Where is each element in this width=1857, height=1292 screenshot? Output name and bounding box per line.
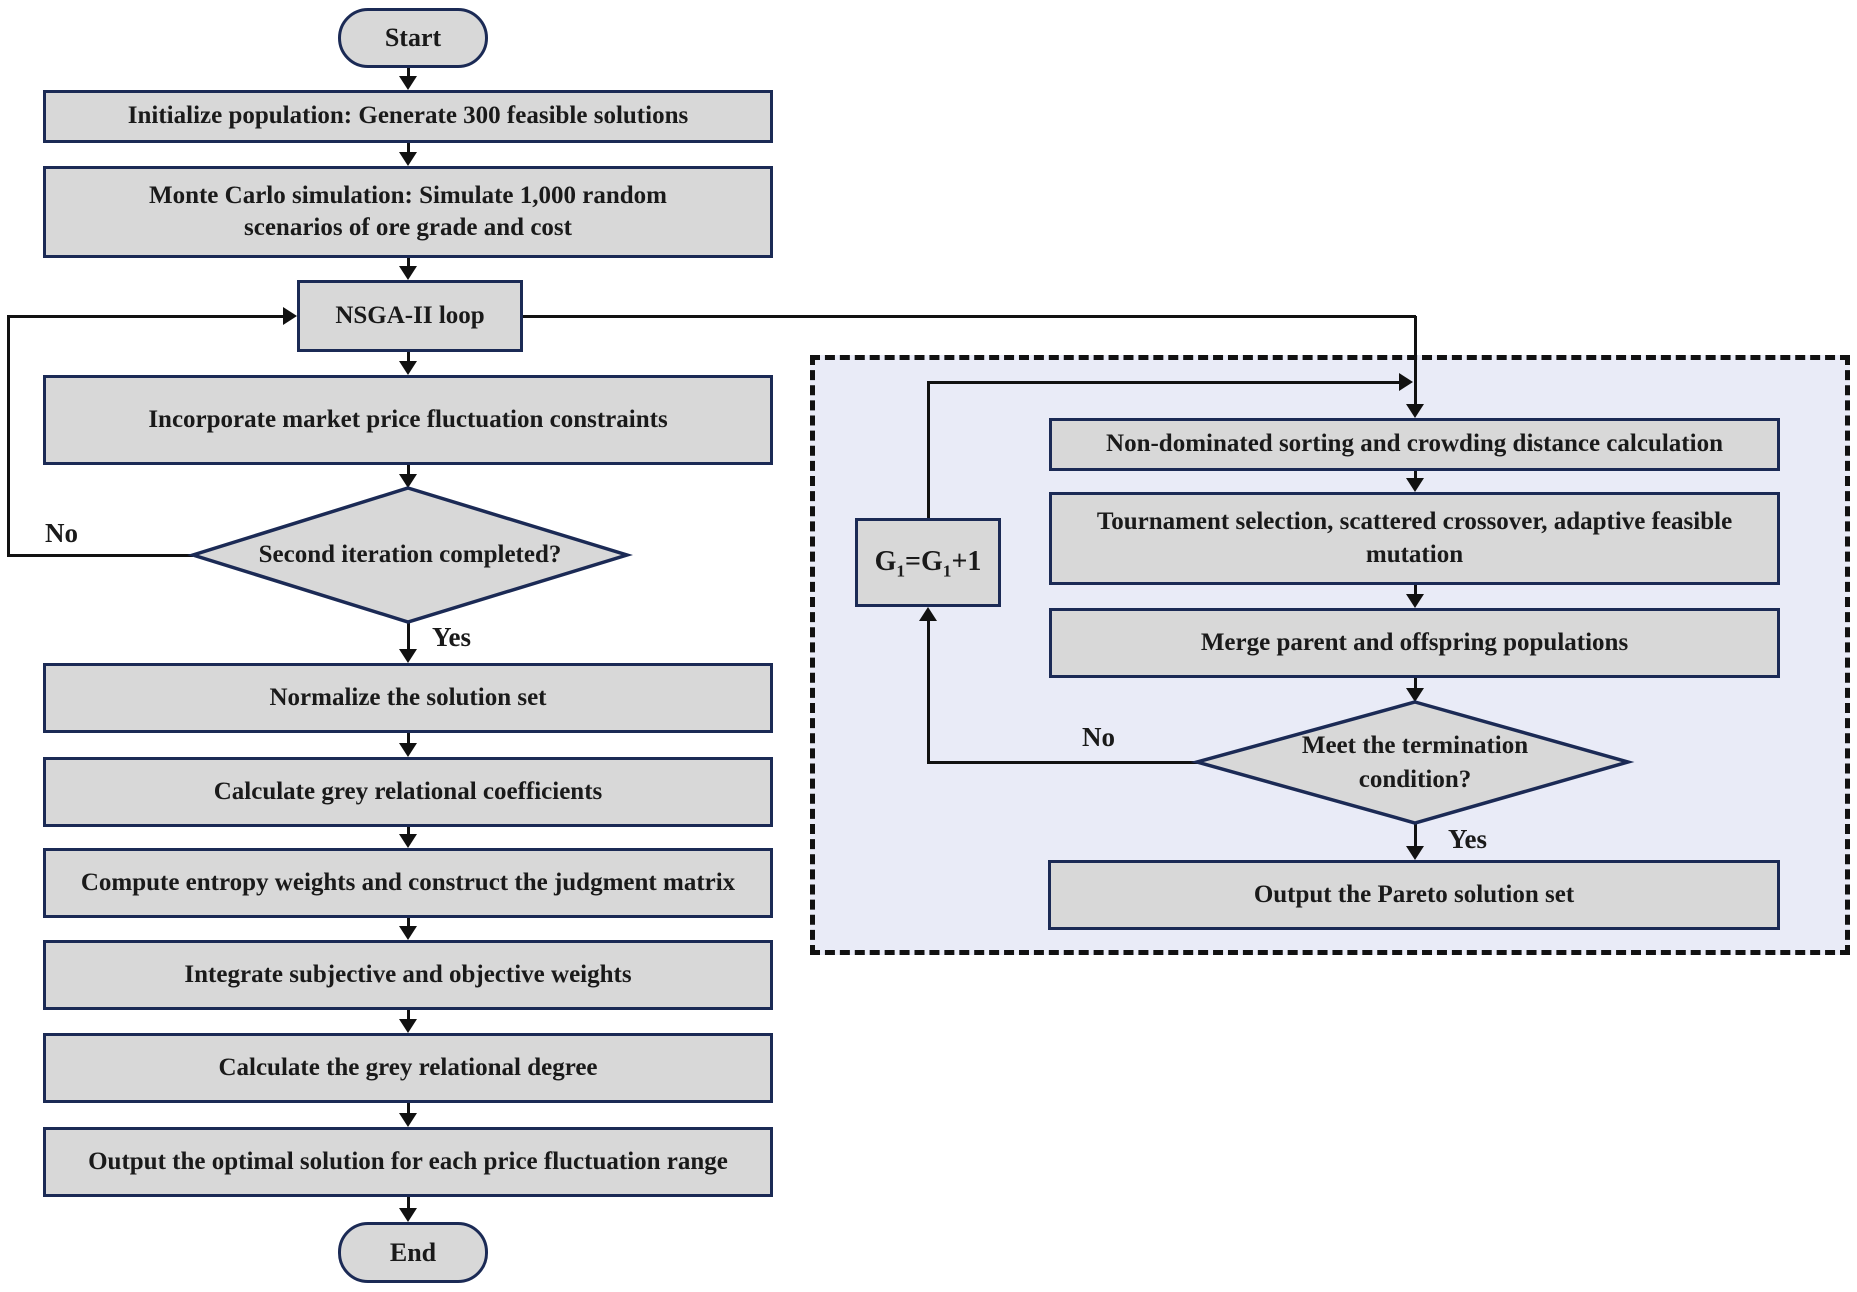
arrowhead-no-loop-nsga [283, 307, 297, 325]
connector-tournament-merge [1413, 585, 1417, 595]
connector-integrate-degree [406, 1010, 410, 1020]
arrowhead-start-initialize [399, 76, 417, 90]
arrowhead-diamond-normalize [399, 649, 417, 663]
diamond-termination-condition [1190, 700, 1635, 825]
connector-entropy-integrate [406, 918, 410, 927]
entropy-weights-label: Compute entropy weights and construct th… [80, 868, 736, 896]
output-pareto-label: Output the Pareto solution set [1253, 880, 1575, 908]
arrowhead-coefficients-entropy [399, 834, 417, 848]
connector-no-loop-vertical [6, 314, 10, 557]
connector-no-loop-to-nsga [8, 314, 284, 318]
connector-start-initialize [406, 68, 410, 78]
grey-degree-label: Calculate the grey relational degree [218, 1053, 598, 1081]
node-grey-relational-degree: Calculate the grey relational degree [43, 1033, 773, 1103]
connector-nsga-incorporate [406, 352, 410, 362]
connector-initialize-montecarlo [406, 143, 410, 153]
node-monte-carlo: Monte Carlo simulation: Simulate 1,000 r… [43, 166, 773, 258]
end-label: End [389, 1237, 437, 1267]
connector-output-end [406, 1197, 410, 1209]
node-grey-relational-coefficients: Calculate grey relational coefficients [43, 757, 773, 827]
node-nsga-loop: NSGA-II loop [297, 280, 523, 352]
diamond-second-iteration [187, 486, 633, 624]
output-optimal-label: Output the optimal solution for each pri… [88, 1147, 728, 1175]
arrowhead-termination-pareto [1406, 846, 1424, 860]
connector-incorporate-diamond [406, 465, 410, 475]
arrowhead-degree-output [399, 1113, 417, 1127]
connector-nondominated-tournament [1413, 470, 1417, 479]
nsga-loop-label: NSGA-II loop [335, 301, 485, 329]
grey-coefficients-label: Calculate grey relational coefficients [213, 777, 603, 805]
arrowhead-into-nondominated [1406, 404, 1424, 418]
node-output-pareto-set: Output the Pareto solution set [1048, 860, 1780, 930]
arrowhead-nondominated-tournament [1406, 478, 1424, 492]
node-normalize-solution-set: Normalize the solution set [43, 663, 773, 733]
connector-g1-loopback-horizontal [926, 380, 1400, 384]
arrowhead-g1-loopback [1399, 373, 1413, 391]
node-non-dominated-sorting: Non-dominated sorting and crowding dista… [1049, 418, 1780, 471]
connector-nsga-right-vertical [1413, 316, 1417, 405]
label-yes-right: Yes [1448, 824, 1487, 854]
arrowhead-tournament-merge [1406, 594, 1424, 608]
arrowhead-integrate-degree [399, 1019, 417, 1033]
connector-normalize-coefficients [406, 733, 410, 744]
connector-merge-termination [1413, 678, 1417, 689]
connector-termination-no-vertical [926, 620, 930, 763]
arrowhead-normalize-coefficients [399, 743, 417, 757]
normalize-label: Normalize the solution set [269, 683, 547, 711]
connector-coefficients-entropy [406, 827, 410, 835]
non-dominated-label: Non-dominated sorting and crowding dista… [1106, 430, 1723, 458]
node-initialize-population: Initialize population: Generate 300 feas… [43, 90, 773, 143]
incorporate-label: Incorporate market price fluctuation con… [148, 405, 668, 433]
arrowhead-merge-termination [1406, 688, 1424, 702]
arrowhead-montecarlo-nsga [399, 266, 417, 280]
node-tournament-selection: Tournament selection, scattered crossove… [1049, 492, 1780, 585]
initialize-label: Initialize population: Generate 300 feas… [127, 102, 689, 130]
connector-montecarlo-nsga [406, 258, 410, 267]
connector-diamond-normalize [406, 622, 410, 650]
node-start: Start [338, 8, 488, 68]
integrate-weights-label: Integrate subjective and objective weigh… [184, 960, 632, 988]
label-yes-left: Yes [432, 622, 471, 652]
second-iteration-label: Second iteration completed? [258, 541, 562, 569]
node-end: End [338, 1222, 488, 1283]
arrowhead-incorporate-diamond [399, 474, 417, 488]
label-no-left: No [45, 518, 78, 548]
connector-termination-pareto [1413, 823, 1417, 847]
connector-nsga-right-horizontal [523, 314, 1416, 318]
arrowhead-output-end [399, 1208, 417, 1222]
arrowhead-initialize-montecarlo [399, 152, 417, 166]
g1-counter-label: G1=G1+1 [874, 546, 982, 581]
termination-label: Meet the termination condition? [1301, 732, 1529, 793]
node-merge-populations: Merge parent and offspring populations [1049, 608, 1780, 678]
node-entropy-weights: Compute entropy weights and construct th… [43, 848, 773, 918]
node-integrate-weights: Integrate subjective and objective weigh… [43, 940, 773, 1010]
connector-diamond-no-horizontal [8, 553, 193, 557]
merge-label: Merge parent and offspring populations [1200, 628, 1629, 656]
node-incorporate-constraints: Incorporate market price fluctuation con… [43, 375, 773, 465]
arrowhead-nsga-incorporate [399, 361, 417, 375]
monte-carlo-label: Monte Carlo simulation: Simulate 1,000 r… [148, 181, 668, 242]
arrowhead-into-g1 [919, 607, 937, 621]
connector-termination-no-horizontal [926, 760, 1198, 764]
start-label: Start [384, 23, 442, 53]
label-no-right: No [1082, 722, 1115, 752]
connector-g1-up-vertical [926, 382, 930, 518]
connector-degree-output [406, 1103, 410, 1114]
node-output-optimal-solution: Output the optimal solution for each pri… [43, 1127, 773, 1197]
node-g1-counter: G1=G1+1 [855, 518, 1001, 607]
tournament-label: Tournament selection, scattered crossove… [1096, 508, 1733, 568]
arrowhead-entropy-integrate [399, 926, 417, 940]
